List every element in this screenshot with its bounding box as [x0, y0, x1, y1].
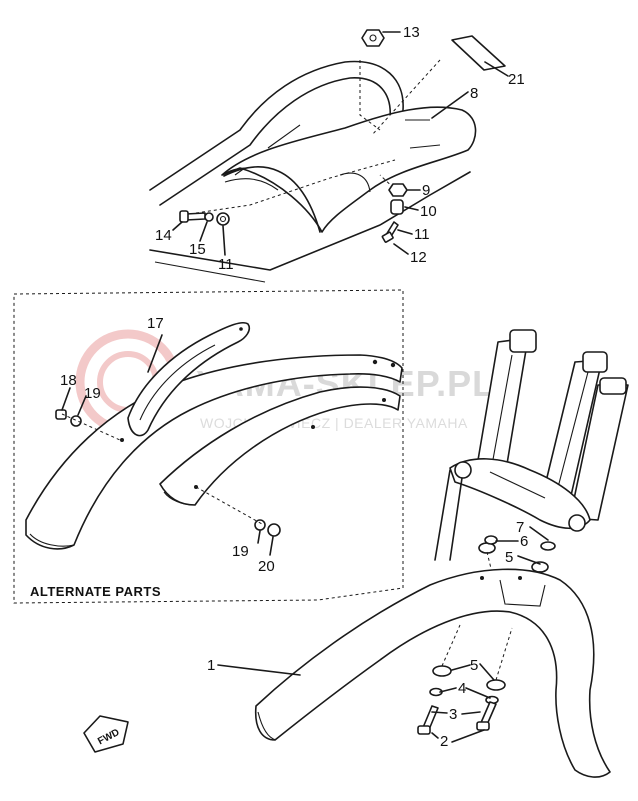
callout-13: 13	[403, 24, 420, 41]
rear-fender-assembly	[149, 29, 506, 283]
callout-14: 14	[155, 227, 172, 244]
callout-6: 6	[520, 533, 528, 550]
section-label: ALTERNATE PARTS	[30, 584, 161, 599]
fwd-direction-arrow: FWD	[83, 715, 129, 753]
callout-17: 17	[147, 315, 164, 332]
callout-15: 15	[189, 241, 206, 258]
callout-9: 9	[422, 182, 430, 199]
callout-21: 21	[508, 71, 525, 88]
callout-3: 3	[449, 706, 457, 723]
callout-20: 20	[258, 558, 275, 575]
callout-18: 18	[60, 372, 77, 389]
callout-8: 8	[470, 85, 478, 102]
front-fork-assembly: FWD	[83, 329, 629, 778]
callout-2: 2	[440, 733, 448, 750]
callout-11-right: 11	[414, 226, 430, 243]
leader-lines	[61, 31, 549, 743]
callout-11-left: 11	[218, 256, 234, 273]
callout-7: 7	[516, 519, 524, 536]
callout-numbers: 13 21 8 9 10 11 12 14 15 11 17 18 19 19 …	[60, 24, 528, 750]
callout-4: 4	[458, 680, 466, 697]
alternate-parts-group: ALTERNATE PARTS	[13, 289, 404, 604]
callout-19-left: 19	[84, 385, 101, 402]
callout-10: 10	[420, 203, 437, 220]
callout-1: 1	[207, 657, 215, 674]
callout-5-upper: 5	[505, 549, 513, 566]
callout-5-lower: 5	[470, 657, 478, 674]
callout-19-right: 19	[232, 543, 249, 560]
callout-12: 12	[410, 249, 427, 266]
